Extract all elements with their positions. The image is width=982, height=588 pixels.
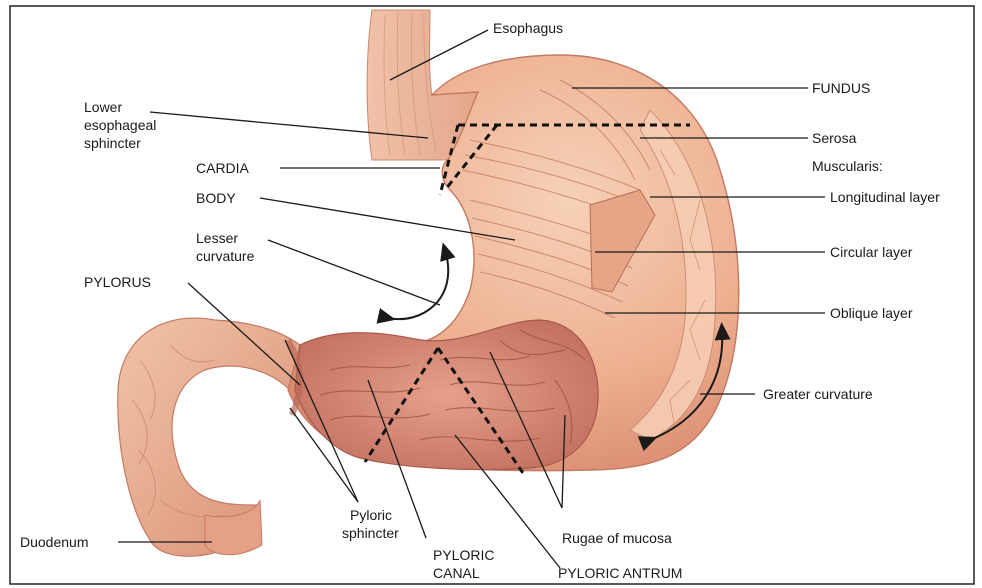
label-pyloric-sphincter-line1: Pyloric: [350, 507, 392, 523]
label-les-line1: Lower: [84, 99, 122, 115]
label-circular-layer: Circular layer: [830, 244, 913, 260]
label-body: BODY: [196, 190, 236, 206]
label-cardia: CARDIA: [196, 160, 250, 176]
label-les-line2: esophageal: [84, 117, 156, 133]
label-rugae: Rugae of mucosa: [562, 530, 672, 546]
label-lesser-line2: curvature: [196, 248, 255, 264]
label-esophagus: Esophagus: [493, 20, 563, 36]
label-muscularis: Muscularis:: [812, 158, 883, 174]
label-les-line3: sphincter: [84, 135, 141, 151]
label-oblique-layer: Oblique layer: [830, 305, 913, 321]
label-serosa: Serosa: [812, 130, 857, 146]
label-duodenum: Duodenum: [20, 534, 89, 550]
label-lesser-line1: Lesser: [196, 230, 238, 246]
label-pyloric-antrum: PYLORIC ANTRUM: [558, 565, 682, 581]
label-pyloric-canal-line1: PYLORIC: [433, 547, 494, 563]
label-pyloric-canal-line2: CANAL: [433, 565, 480, 581]
label-pylorus: PYLORUS: [84, 274, 151, 290]
label-fundus: FUNDUS: [812, 80, 870, 96]
label-pyloric-sphincter-line2: sphincter: [342, 525, 399, 541]
label-greater-curvature: Greater curvature: [763, 386, 873, 402]
label-longitudinal-layer: Longitudinal layer: [830, 189, 940, 205]
